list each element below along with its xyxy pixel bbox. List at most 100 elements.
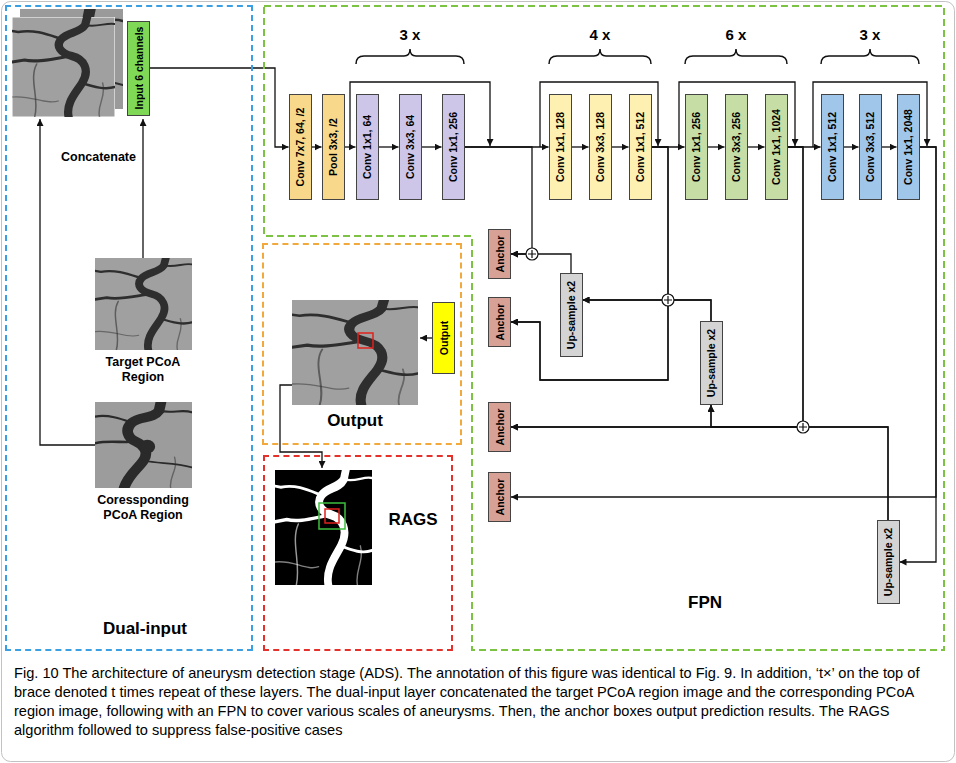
binary-vessel-image	[275, 470, 372, 585]
image-caption: Coressponding PCoA Region	[88, 493, 198, 523]
connector	[900, 147, 937, 562]
output-image	[292, 300, 418, 405]
box-label: Anchor	[494, 479, 505, 516]
region-label: FPN	[665, 593, 745, 613]
box-label: Conv 3x3, 512	[865, 112, 876, 182]
conv-layer-box: Conv 1x1, 256	[685, 94, 708, 200]
box-label: Up-sample x2	[706, 329, 717, 397]
detection-box	[325, 509, 339, 523]
brace	[549, 49, 651, 64]
box-label: Up-sample x2	[883, 528, 894, 596]
anchor-box: Anchor	[488, 402, 511, 452]
upsample-box: Up-sample x2	[877, 520, 900, 604]
connector	[882, 146, 897, 147]
connector	[150, 68, 289, 147]
connector	[572, 146, 589, 147]
conv-layer-box: Conv 1x1, 64	[356, 94, 379, 200]
region-label: Output	[305, 411, 405, 431]
angiogram-image	[95, 258, 192, 350]
conv-layer-box: Conv 1x1, 1024	[765, 94, 788, 200]
figure-caption: Fig. 10 The architecture of aneurysm det…	[14, 664, 942, 740]
box-label: Conv 1x1, 2048	[903, 109, 914, 185]
repeat-count: 6 x	[706, 26, 766, 44]
connector	[312, 146, 322, 147]
box-label: Anchor	[494, 304, 505, 341]
add-symbol	[528, 250, 536, 258]
conv-layer-box: Conv 1x1, 512	[629, 94, 652, 200]
region-frame: OutputOutput	[262, 243, 462, 445]
box-label: Conv 1x1, 512	[827, 112, 838, 182]
add-symbol	[526, 248, 538, 260]
conv-layer-box: Conv 1x1, 128	[549, 94, 572, 200]
conv-layer-box: Conv 1x1, 512	[821, 94, 844, 200]
concat-arrow	[40, 119, 95, 445]
pool-layer-box: Pool 3x3, /2	[322, 94, 345, 200]
brace	[821, 49, 919, 64]
brace	[356, 49, 464, 64]
upsample-box: Up-sample x2	[560, 273, 583, 357]
image-caption: Target PCoA Region	[88, 355, 198, 385]
add-symbol	[526, 248, 809, 433]
region-frame: FPN Conv 7x7, 64, /2 Pool 3x3, /2 Conv 1x1,…	[263, 5, 945, 651]
box-label: Conv 1x1, 256	[448, 112, 459, 182]
connector	[711, 405, 888, 520]
add-symbol	[662, 294, 674, 306]
connector	[583, 300, 712, 321]
connector	[379, 146, 399, 147]
brace	[685, 49, 787, 64]
output-box: Output	[432, 302, 455, 374]
conv-layer-box: Conv 1x1, 2048	[897, 94, 920, 200]
box-label: Anchor	[494, 236, 505, 273]
angiogram-image	[95, 402, 192, 488]
box-label: Conv 1x1, 64	[362, 115, 373, 179]
connector	[422, 146, 442, 147]
image-panel: Target PCoA Region	[88, 258, 198, 385]
add-symbol	[526, 248, 538, 260]
image-panel: Coressponding PCoA Region	[88, 402, 198, 523]
angiogram-image	[95, 402, 192, 488]
anchor-box: Anchor	[488, 229, 511, 279]
box-label: Up-sample x2	[566, 281, 577, 349]
box-label: Conv 3x3, 64	[405, 115, 416, 179]
input-box: Input 6 channels	[127, 21, 150, 116]
angiogram-image	[12, 17, 115, 117]
region-box	[319, 503, 345, 529]
conv-layer-box: Conv 7x7, 64, /2	[289, 94, 312, 200]
angiogram-image	[95, 402, 192, 488]
box-label: Output	[438, 321, 449, 355]
region-outline	[264, 6, 944, 650]
binary-vessel-image	[275, 470, 372, 585]
angiogram-image	[12, 17, 115, 117]
connector	[844, 146, 859, 147]
angiogram-image	[95, 258, 192, 350]
add-symbol	[662, 294, 674, 306]
angiogram-image	[95, 258, 192, 350]
region-frame: Dual-inputInput 6 channelsTarget PCoA Re…	[5, 5, 253, 651]
brace	[356, 49, 919, 64]
connector	[612, 146, 629, 147]
box-label: Conv 7x7, 64, /2	[295, 108, 306, 187]
box-label: Anchor	[494, 409, 505, 446]
repeat-count: 3 x	[840, 26, 900, 44]
conv-layer-box: Conv 3x3, 512	[859, 94, 882, 200]
repeat-count: 4 x	[570, 26, 630, 44]
box-label: Conv 1x1, 512	[635, 112, 646, 182]
box-label: Conv 1x1, 1024	[771, 109, 782, 185]
conv-layer-box: Conv 3x3, 256	[725, 94, 748, 200]
box-label: Pool 3x3, /2	[328, 118, 339, 176]
conv-layer-box: Conv 3x3, 64	[399, 94, 422, 200]
upsample-box: Up-sample x2	[700, 321, 723, 405]
box-label: Conv 1x1, 128	[555, 112, 566, 182]
add-symbol	[797, 421, 809, 433]
add-symbol	[797, 421, 809, 433]
conv-layer-box: Conv 3x3, 128	[589, 94, 612, 200]
binary-vessel-image	[275, 470, 372, 585]
output-arrow	[420, 337, 432, 338]
concat-arrow	[142, 119, 143, 258]
step-label: Concatenate	[46, 150, 136, 165]
box-label: Conv 3x3, 256	[731, 112, 742, 182]
